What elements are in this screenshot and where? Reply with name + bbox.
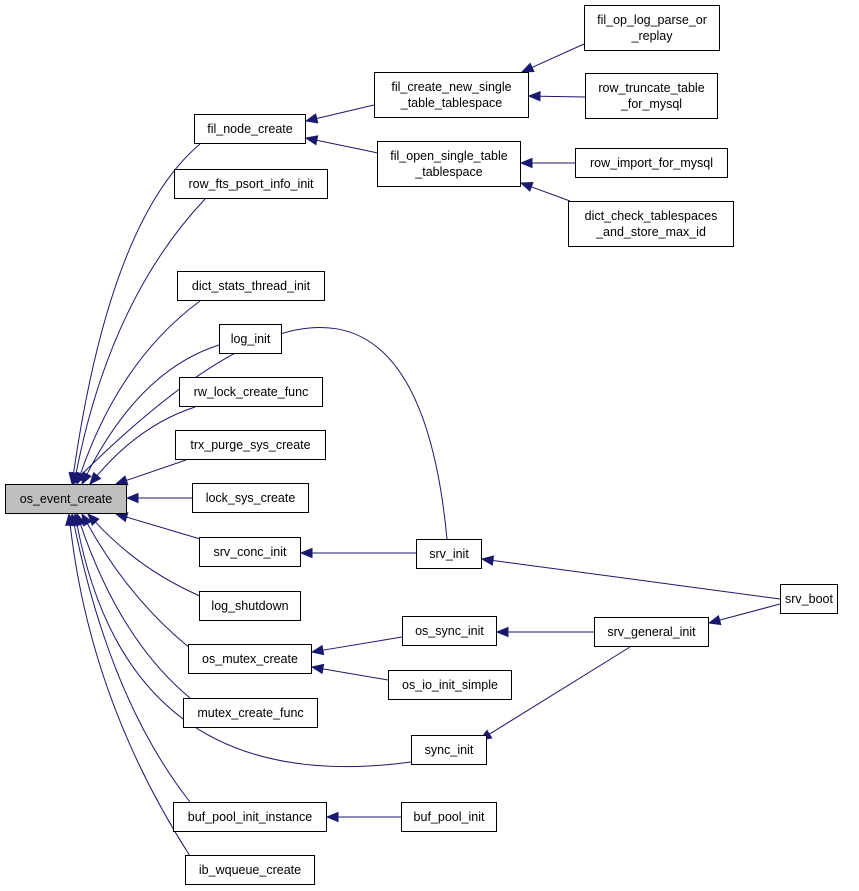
edge-os-mutex-create-to-os-event-create (81, 512, 191, 649)
edge-dict-check-tablespaces-and-store-max-id-to-fil-open-single-table-tablespace (519, 182, 571, 202)
node-row-import-for-mysql[interactable]: row_import_for_mysql (575, 148, 728, 178)
edge-log-init-to-os-event-create (81, 344, 220, 486)
edge-row-import-for-mysql-to-fil-open-single-table-tablespace (519, 157, 575, 169)
edge-srv-boot-to-srv-general-init (707, 603, 781, 626)
edge-row-truncate-table-for-mysql-to-fil-create-new-single-table-tablespace (527, 90, 586, 102)
node-os-mutex-create[interactable]: os_mutex_create (188, 644, 312, 674)
node-srv-init[interactable]: srv_init (416, 539, 482, 569)
node-log-init[interactable]: log_init (219, 324, 282, 354)
node-lock-sys-create[interactable]: lock_sys_create (192, 483, 309, 513)
edge-buf-pool-init-instance-to-os-event-create (69, 512, 191, 803)
node-sync-init[interactable]: sync_init (411, 735, 487, 765)
edge-srv-general-init-to-os-sync-init (495, 626, 594, 638)
edge-log-shutdown-to-os-event-create (87, 513, 201, 597)
edge-srv-conc-init-to-os-event-create (114, 512, 208, 542)
edge-srv-init-to-os-event-create (71, 327, 448, 540)
edge-lock-sys-create-to-os-event-create (125, 492, 192, 504)
edge-fil-op-log-parse-or-replay-to-fil-create-new-single-table-tablespace (520, 43, 585, 73)
edge-mutex-create-func-to-os-event-create (75, 512, 191, 699)
node-dict-check-tablespaces-and-store-max-id[interactable]: dict_check_tablespaces _and_store_max_id (568, 201, 734, 247)
edge-fil-open-single-table-tablespace-to-fil-node-create (304, 135, 379, 154)
edge-srv-init-to-srv-conc-init (299, 547, 416, 559)
node-fil-op-log-parse-or-replay[interactable]: fil_op_log_parse_or _replay (584, 5, 720, 51)
edge-os-sync-init-to-os-mutex-create (310, 636, 403, 656)
edge-fil-create-new-single-table-tablespace-to-fil-node-create (304, 104, 375, 124)
node-row-fts-psort-info-init[interactable]: row_fts_psort_info_init (174, 169, 328, 199)
node-rw-lock-create-func[interactable]: rw_lock_create_func (179, 377, 323, 407)
node-fil-create-new-single-table-tablespace[interactable]: fil_create_new_single _table_tablespace (374, 72, 529, 118)
node-os-sync-init[interactable]: os_sync_init (402, 616, 497, 646)
edge-layer (65, 43, 781, 857)
node-srv-general-init[interactable]: srv_general_init (594, 617, 709, 647)
node-os-io-init-simple[interactable]: os_io_init_simple (388, 670, 512, 700)
node-row-truncate-table-for-mysql[interactable]: row_truncate_table _for_mysql (585, 73, 718, 119)
node-fil-node-create[interactable]: fil_node_create (194, 114, 306, 144)
node-buf-pool-init[interactable]: buf_pool_init (401, 802, 497, 832)
edge-trx-purge-sys-create-to-os-event-create (114, 459, 187, 486)
node-dict-stats-thread-init[interactable]: dict_stats_thread_init (177, 271, 325, 301)
edge-os-io-init-simple-to-os-mutex-create (310, 663, 389, 681)
node-os-event-create: os_event_create (5, 484, 127, 514)
node-srv-conc-init[interactable]: srv_conc_init (199, 537, 301, 567)
node-log-shutdown[interactable]: log_shutdown (199, 591, 301, 621)
node-fil-open-single-table-tablespace[interactable]: fil_open_single_table _tablespace (377, 141, 521, 187)
edge-buf-pool-init-to-buf-pool-init-instance (325, 811, 401, 823)
edge-ib-wqueue-create-to-os-event-create (65, 512, 191, 857)
node-ib-wqueue-create[interactable]: ib_wqueue_create (185, 855, 315, 885)
edge-srv-boot-to-srv-init (480, 555, 781, 600)
node-trx-purge-sys-create[interactable]: trx_purge_sys_create (175, 430, 326, 460)
node-buf-pool-init-instance[interactable]: buf_pool_init_instance (173, 802, 327, 832)
node-mutex-create-func[interactable]: mutex_create_func (183, 698, 318, 728)
node-srv-boot[interactable]: srv_boot (780, 584, 838, 614)
edge-rw-lock-create-func-to-os-event-create (89, 406, 196, 486)
